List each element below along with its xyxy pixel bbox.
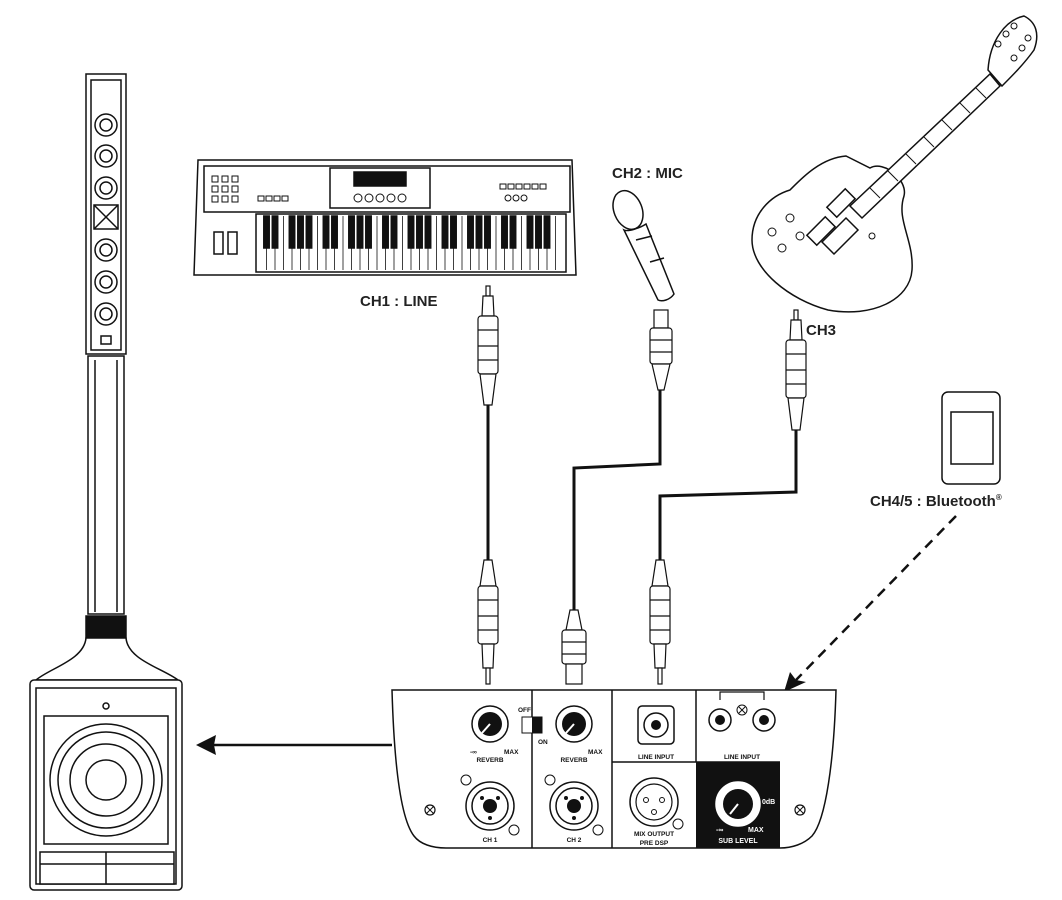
ch1-line-label: CH1 : LINE — [360, 293, 438, 310]
black-key — [322, 215, 330, 249]
black-key — [356, 215, 364, 249]
black-key — [271, 215, 279, 249]
black-key — [390, 215, 398, 249]
mix-output-label: MIX OUTPUT — [634, 831, 674, 838]
ch2-cable — [572, 390, 662, 610]
black-key — [501, 215, 508, 249]
bluetooth-link — [784, 515, 957, 692]
black-key — [348, 215, 355, 249]
ch3-line-input-label: LINE INPUT — [638, 754, 674, 761]
sub-level-knob[interactable] — [715, 781, 761, 827]
switch-off-label: OFF — [518, 707, 531, 714]
black-key — [331, 215, 338, 249]
ch45-bluetooth-text: CH4/5 : Bluetooth — [870, 493, 996, 510]
keyboard — [193, 159, 577, 276]
cables — [486, 390, 798, 610]
speaker-drivers — [93, 113, 119, 326]
black-key — [526, 215, 534, 249]
ch2-mic-label: CH2 : MIC — [612, 165, 683, 182]
ch1-bottom-plug — [477, 559, 499, 685]
smartphone — [941, 391, 1001, 485]
ch1-reverb-label: REVERB — [476, 757, 503, 764]
black-key — [450, 215, 457, 249]
black-key — [484, 215, 491, 249]
black-key — [424, 215, 432, 249]
ch1-reverb-max: MAX — [504, 749, 519, 756]
black-key — [416, 215, 423, 249]
ch1-label: CH 1 — [483, 837, 498, 844]
sub-level-max: MAX — [748, 827, 764, 834]
rca-line-input-label: LINE INPUT — [724, 754, 760, 761]
ch1-combo-input[interactable] — [460, 774, 520, 836]
ch3-bottom-plug — [649, 559, 671, 685]
black-key — [441, 215, 449, 249]
black-key — [305, 215, 313, 249]
black-key — [382, 215, 389, 249]
display-buttons — [353, 193, 407, 203]
black-key — [297, 215, 304, 249]
ch1-reverb-min: -∞ — [470, 749, 477, 756]
rca-line-inputs[interactable] — [708, 691, 776, 732]
output-arrow — [196, 735, 392, 755]
black-key — [263, 215, 270, 249]
subwoofer-driver — [43, 715, 169, 845]
ch2-label: CH 2 — [567, 837, 582, 844]
black-key — [407, 215, 415, 249]
black-key — [535, 215, 542, 249]
sub-level-label: SUB LEVEL — [718, 838, 758, 845]
column-speaker — [29, 73, 183, 891]
registered-mark: ® — [996, 493, 1002, 502]
ch2-reverb-knob[interactable] — [555, 705, 593, 743]
ch3-label: CH3 — [806, 322, 836, 339]
ch2-xlr-female — [649, 309, 673, 391]
black-key — [288, 215, 296, 249]
pre-dsp-label: PRE DSP — [640, 840, 669, 847]
microphone — [612, 189, 675, 302]
switch-on-label: ON — [538, 739, 548, 746]
ch2-combo-input[interactable] — [544, 774, 604, 836]
sub-level-min: -∞ — [716, 827, 723, 834]
black-key — [365, 215, 372, 249]
keyboard-keys — [263, 215, 556, 270]
ch2-reverb-max: MAX — [588, 749, 603, 756]
mix-output-xlr[interactable] — [629, 777, 684, 830]
ch3-line-input-jack[interactable] — [637, 705, 675, 745]
reverb-switch[interactable] — [521, 716, 543, 734]
ch3-cable — [658, 430, 798, 560]
black-key — [467, 215, 474, 249]
keyboard-buttons — [211, 175, 547, 203]
black-key — [475, 215, 483, 249]
mixer-panel: REVERB -∞ MAX OFF ON REVERB MAX CH 1 — [391, 689, 837, 849]
ch45-bluetooth-label: CH4/5 : Bluetooth® — [870, 493, 1002, 510]
black-key — [509, 215, 517, 249]
guitar — [751, 15, 1038, 313]
ch1-top-plug — [477, 285, 499, 406]
ch2-reverb-label: REVERB — [560, 757, 587, 764]
sub-level-0db: 0dB — [762, 799, 775, 806]
ch1-reverb-knob[interactable] — [471, 705, 509, 743]
ch3-top-plug — [785, 309, 807, 431]
ch2-xlr-male — [561, 609, 587, 685]
black-key — [543, 215, 551, 249]
